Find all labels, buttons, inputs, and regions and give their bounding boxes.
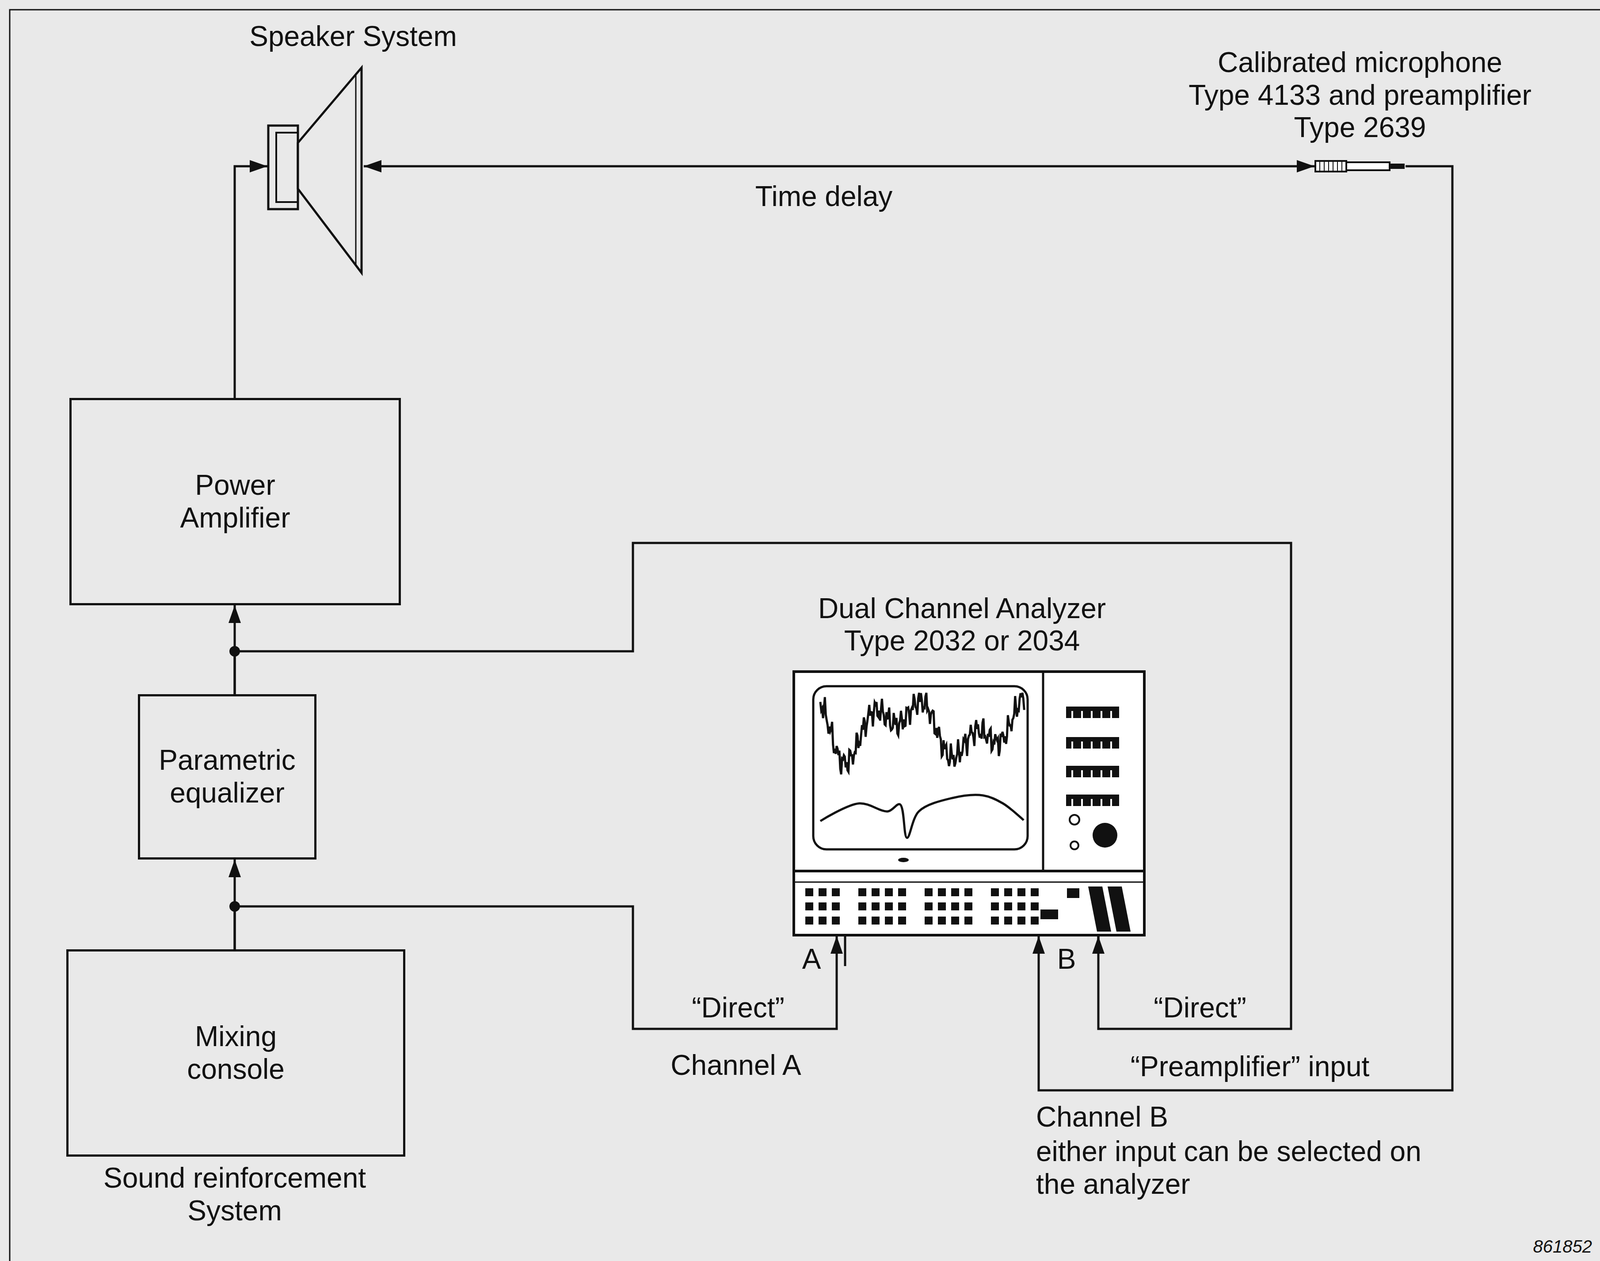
channel-letter: B	[1057, 942, 1077, 976]
note-label: either input can be selected on the anal…	[1036, 1135, 1461, 1200]
process-box: Parametric equalizer	[137, 693, 317, 860]
analyzer-device: Dual Channel Analyzer Type 2032 or 2034	[792, 670, 1146, 936]
signal-connector	[363, 165, 1315, 168]
speaker-symbol: Speaker System	[267, 66, 364, 275]
process-box: Power Amplifier	[69, 397, 401, 606]
signal-connector	[234, 906, 837, 1029]
connectors	[234, 166, 1453, 1090]
box-label: Mixing console	[186, 1020, 285, 1086]
box-label: Power Amplifier	[180, 468, 291, 534]
connector-label: “Direct”	[688, 991, 789, 1025]
frame-border	[9, 9, 1600, 1261]
signal-connector	[1038, 166, 1453, 1090]
note-label: Channel A	[670, 1048, 801, 1082]
signal-connector	[234, 542, 1292, 1029]
signal-connector	[234, 166, 268, 398]
input-stub	[844, 935, 847, 966]
speaker-symbol-drawing	[267, 66, 364, 275]
layout-marks	[229, 645, 1099, 966]
microphone-symbol-drawing	[1314, 157, 1406, 176]
node-heading: Speaker System	[249, 20, 458, 54]
microphone-symbol: Calibrated microphone Type 4133 and prea…	[1314, 157, 1406, 176]
connector-label: “Direct”	[1150, 991, 1250, 1025]
note-label: Sound reinforcement System	[57, 1161, 412, 1227]
node-heading: Calibrated microphone Type 4133 and prea…	[1184, 46, 1536, 145]
connector-label: Time delay	[751, 180, 897, 214]
analyzer-device-drawing	[792, 670, 1146, 936]
channel-letter: A	[802, 942, 822, 976]
process-box: Mixing console	[66, 948, 406, 1157]
box-label: Parametric equalizer	[158, 743, 296, 809]
connector-label: “Preamplifier” input	[1127, 1050, 1374, 1083]
node-heading: Dual Channel Analyzer Type 2032 or 2034	[807, 592, 1117, 658]
note-label: Channel B	[1036, 1100, 1169, 1134]
figure-number: 861852	[1533, 1235, 1593, 1257]
